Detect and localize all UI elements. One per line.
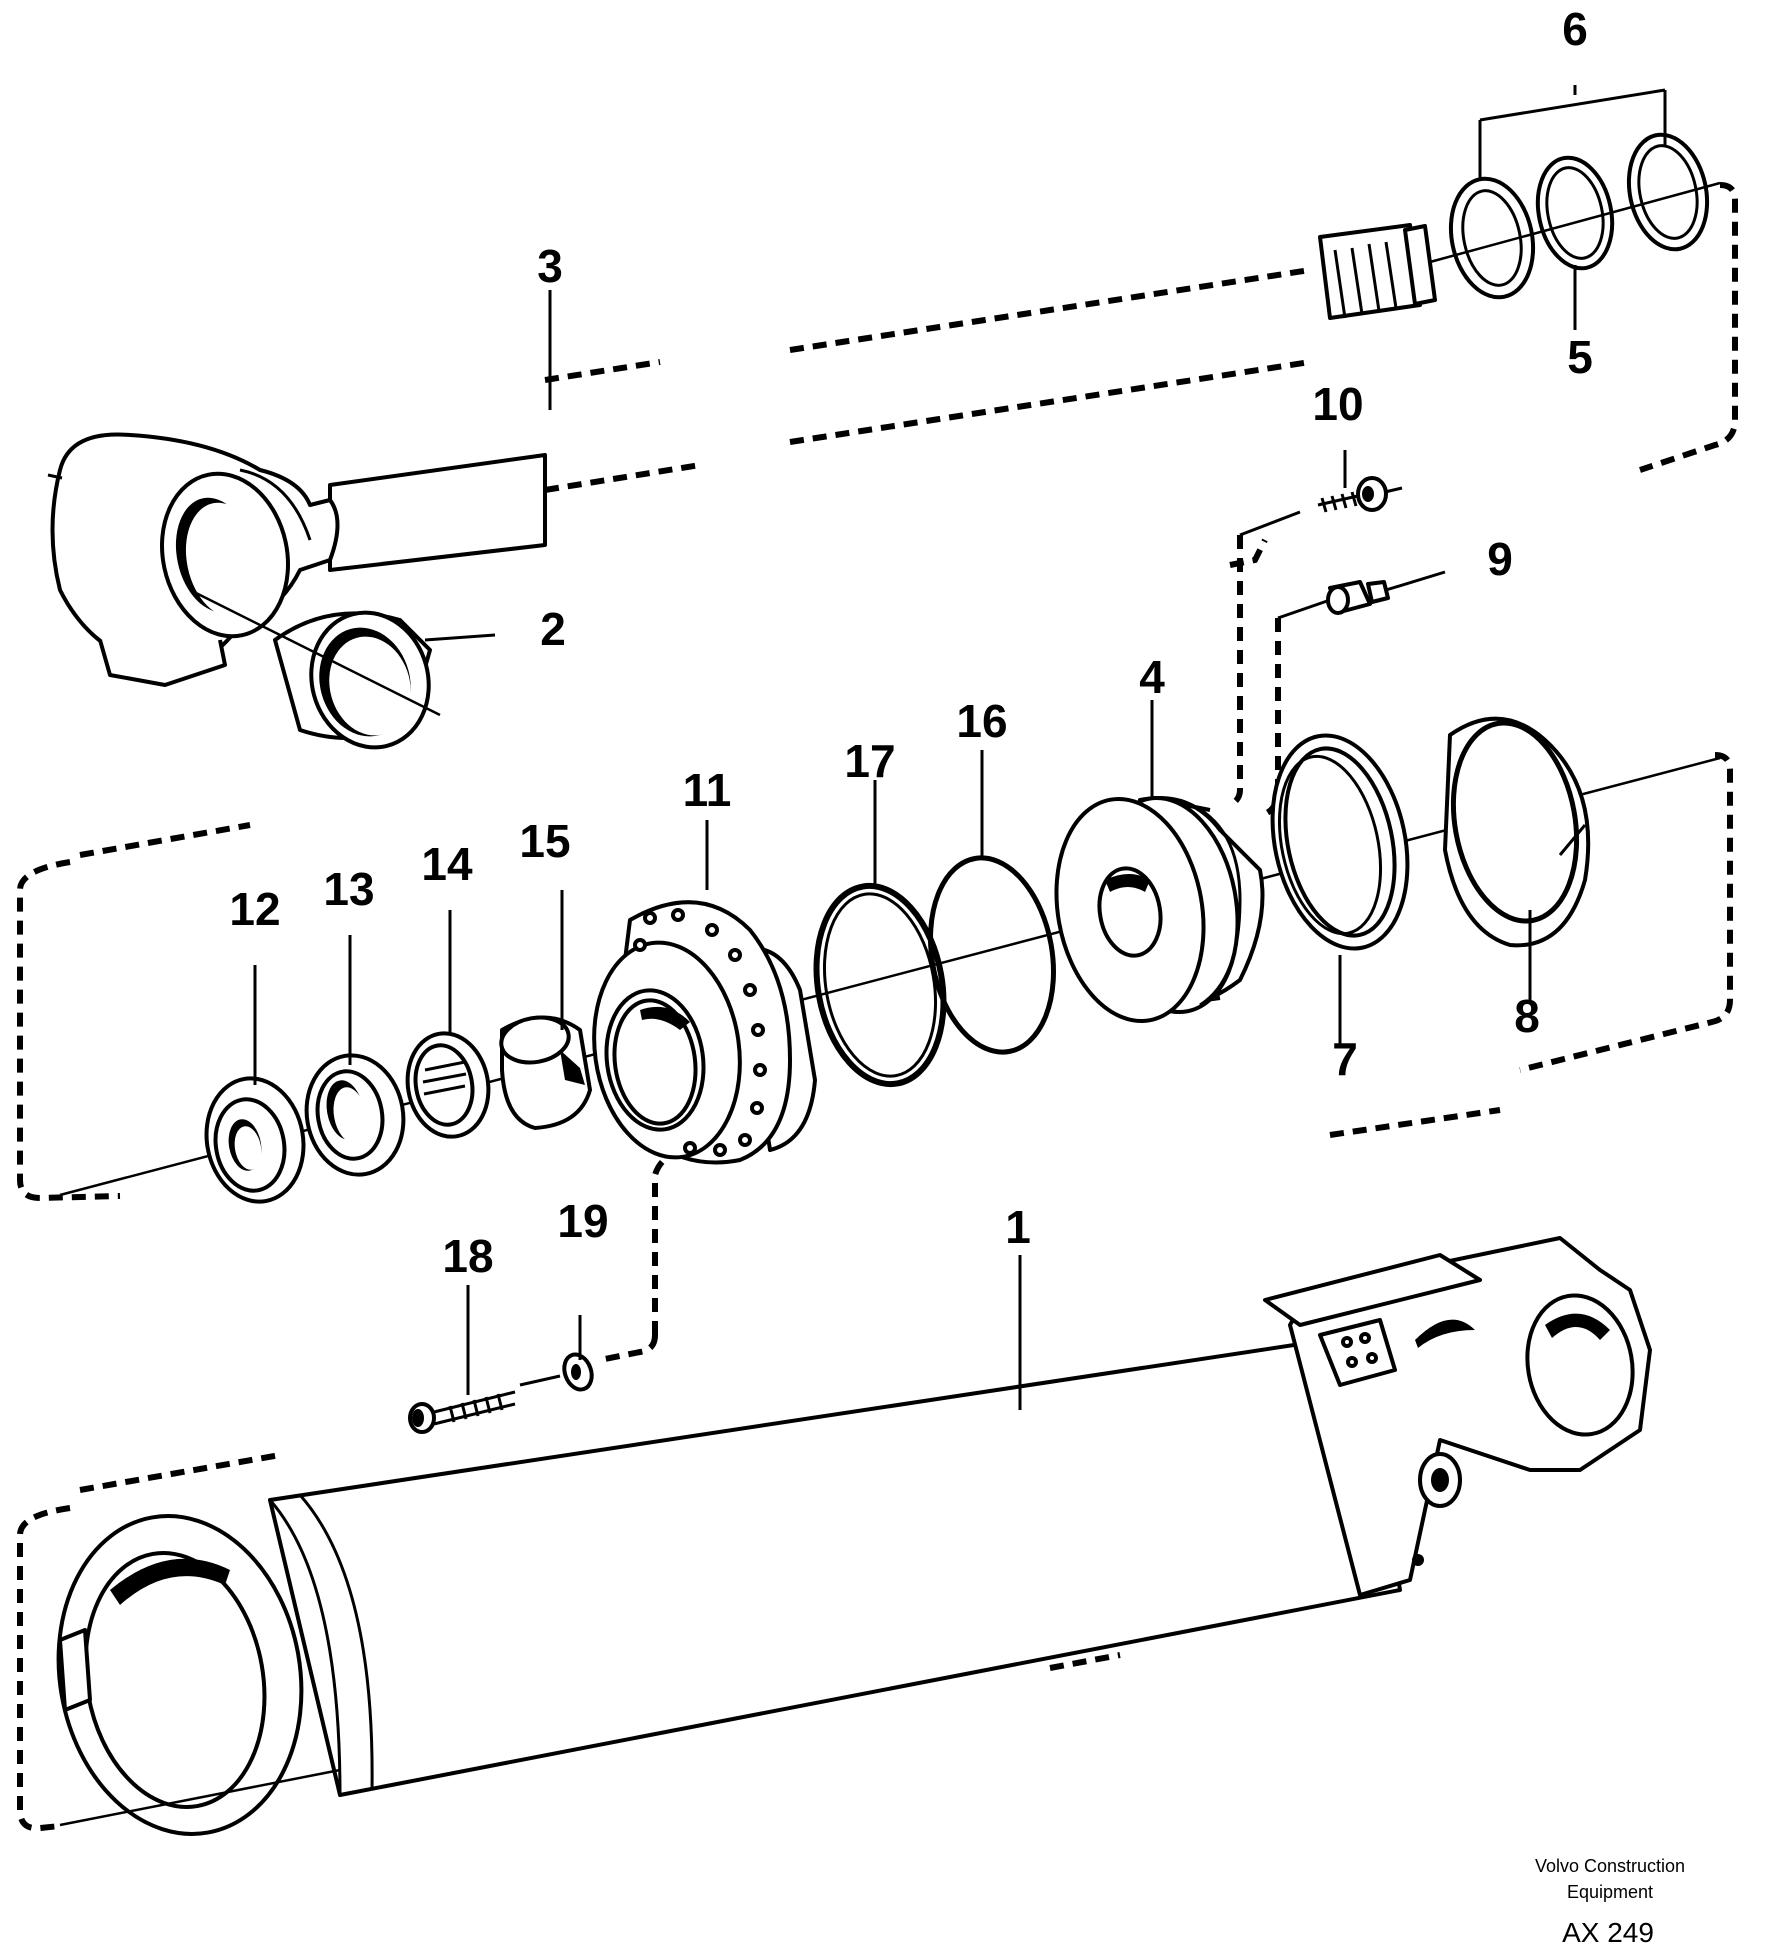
callout-15: 15 [519,815,570,867]
part-8-guide-ring [1443,716,1591,948]
part-14-seal [405,1031,491,1139]
callout-4: 4 [1139,651,1165,703]
callout-2: 2 [540,603,566,655]
callout-16: 16 [956,695,1007,747]
publisher-line-2: Equipment [1567,1882,1653,1902]
callout-18: 18 [442,1230,493,1282]
callout-8: 8 [1514,990,1540,1042]
part-3-piston-rod [47,223,1437,687]
callout-14: 14 [421,838,473,890]
callout-11: 11 [683,764,732,816]
part-13-seal [304,1053,406,1177]
callout-3: 3 [537,240,563,292]
part-1-cylinder-tube [56,1236,1652,1836]
callout-5: 5 [1567,331,1593,383]
figure-code: AX 249 [1562,1917,1654,1948]
callout-12: 12 [229,883,280,935]
leader-lines [253,85,1667,1410]
part-11-cylinder-head [592,900,817,1165]
part-18-bolt [408,1390,516,1434]
part-16-ring [928,855,1056,1055]
part-7-piston-seal [1270,733,1410,951]
callout-1: 1 [1005,1201,1031,1253]
publisher-line-1: Volvo Construction [1535,1856,1685,1876]
part-15-bushing [499,1015,592,1130]
callout-19: 19 [557,1195,608,1247]
part-2-bushing [189,588,441,750]
part-9-plug [1326,570,1446,615]
callout-10: 10 [1312,378,1363,430]
callout-labels: 6 5 3 2 10 9 4 16 17 11 15 14 13 12 7 8 … [229,3,1592,1282]
part-4-piston [1054,795,1265,1024]
callout-7: 7 [1332,1033,1358,1085]
callout-6: 6 [1562,3,1588,55]
callout-13: 13 [323,863,374,915]
part-10-screw [1317,476,1403,513]
footer: Volvo Construction Equipment AX 249 [1535,1856,1685,1948]
callout-9: 9 [1487,533,1513,585]
part-19-washer [519,1352,594,1392]
flange-holes [633,908,767,1157]
callout-17: 17 [844,735,895,787]
part-6-5-rings [1429,132,1721,300]
part-12-wiper [204,1076,306,1204]
